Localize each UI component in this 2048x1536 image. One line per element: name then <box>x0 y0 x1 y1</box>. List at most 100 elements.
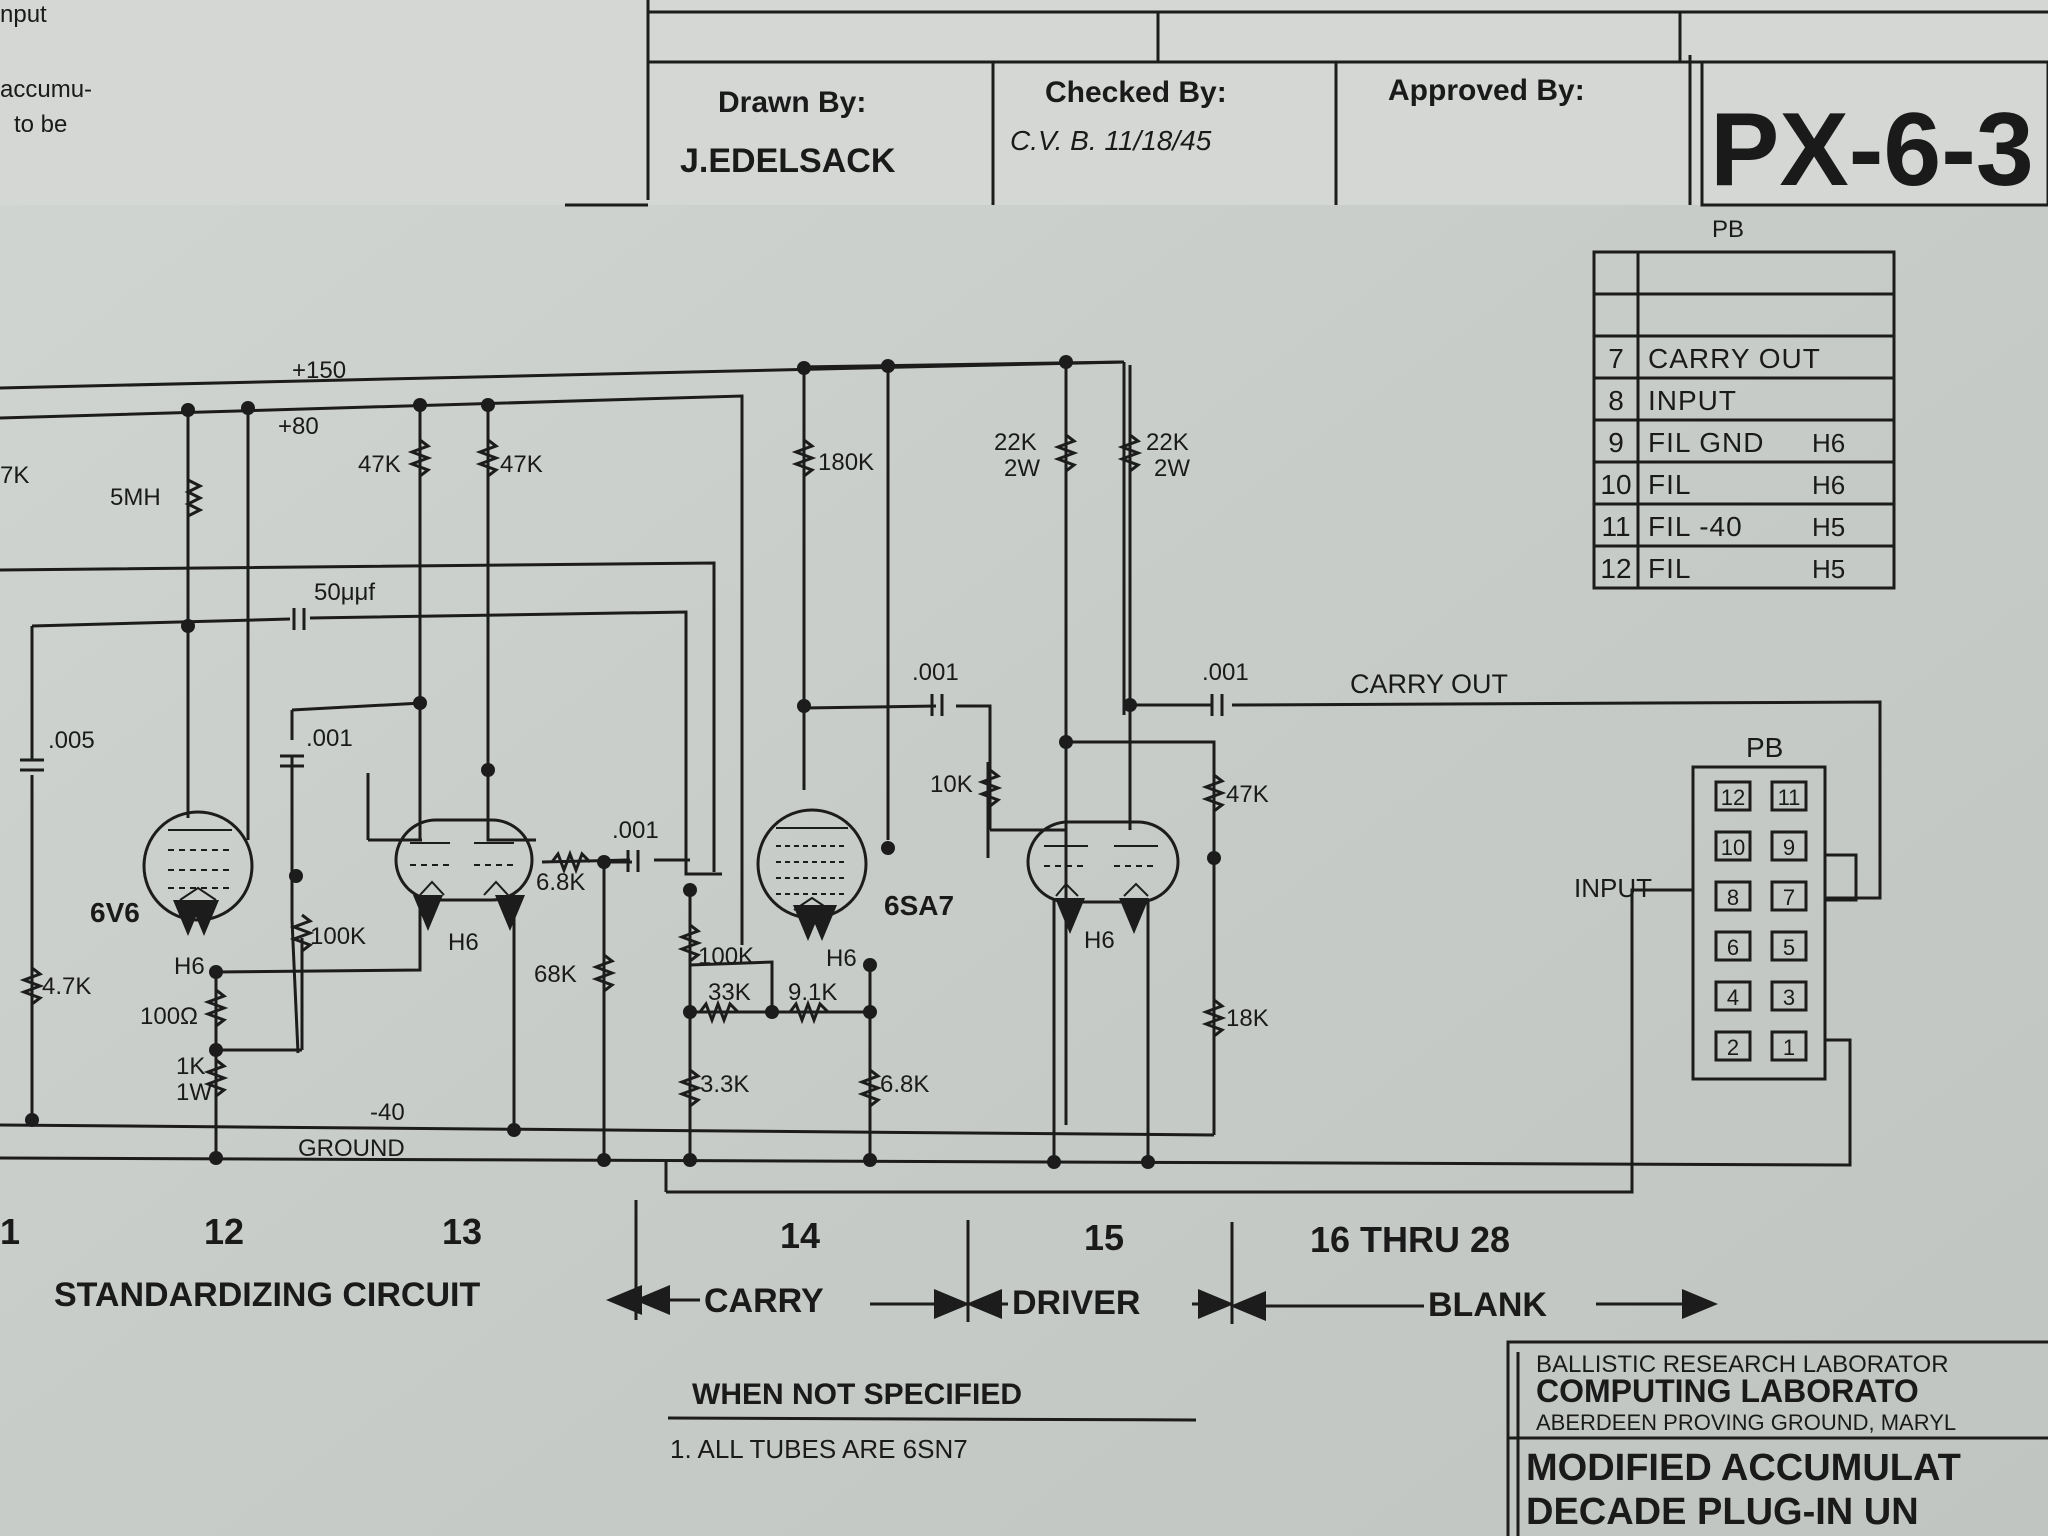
resistor-18k <box>1201 998 1227 1038</box>
connector-pin-number: 5 <box>1783 935 1795 960</box>
input-label: INPUT <box>1574 873 1652 903</box>
lab-line-3: ABERDEEN PROVING GROUND, MARYL <box>1536 1410 1956 1435</box>
component-labels: +150 +80 -40 GROUND CARRY OUT 7K 47K 47K… <box>0 357 1508 1162</box>
pin-table-pin-number: 10 <box>1600 469 1631 500</box>
connector-title: PB <box>1746 732 1783 763</box>
connector-pin-number: 8 <box>1727 885 1739 910</box>
junction-dots <box>25 355 1221 1169</box>
label-h6-a: H6 <box>174 953 205 980</box>
connector-pin-number: 4 <box>1727 985 1739 1010</box>
label-left-fragment: 7K <box>0 462 29 489</box>
label-18k: 18K <box>1226 1005 1269 1032</box>
connector-pin-number: 3 <box>1783 985 1795 1010</box>
resistor-1k <box>203 1058 229 1098</box>
connector-pin-number: 7 <box>1783 885 1795 910</box>
resistor-22k-a <box>1053 433 1079 473</box>
label-22k-b: 22K <box>1146 429 1189 456</box>
drawing-number: PX-6-3 <box>1710 92 2034 208</box>
pin-table-pin-name: FIL -40 <box>1648 511 1743 542</box>
label-001-c: .001 <box>912 659 959 686</box>
label-1w: 1W <box>176 1079 212 1106</box>
label-50uuf: 50μμf <box>314 579 375 606</box>
pin-table-pin-name: FIL <box>1648 469 1691 500</box>
label-1k: 1K <box>176 1053 205 1080</box>
connector-pin-box <box>1770 880 1808 912</box>
resistor-6-8k-c <box>857 1068 883 1108</box>
label-180k: 180K <box>818 449 874 476</box>
connector-pin-number: 11 <box>1778 785 1801 810</box>
pin-table-pin-name: INPUT <box>1648 385 1737 416</box>
resistor-47k-a <box>407 438 433 478</box>
resistor-22k-b <box>1117 433 1143 473</box>
section-number-14: 14 <box>780 1215 820 1256</box>
connector-pin-box <box>1714 830 1752 862</box>
checked-by-signature: C.V. B. 11/18/45 <box>1010 125 1212 156</box>
connector-pin-box <box>1770 930 1808 962</box>
connector-pin-number: 2 <box>1727 1035 1739 1060</box>
label-5mh: 5MH <box>110 484 161 511</box>
pin-table-pin-number: 12 <box>1600 553 1631 584</box>
label-001-d: .001 <box>1202 659 1249 686</box>
resistor-47k-b <box>475 438 501 478</box>
label-tube-6sa7: 6SA7 <box>884 890 954 921</box>
pin-table-pin-name: FIL <box>1648 553 1691 584</box>
connector-pin-box <box>1714 1030 1752 1062</box>
label-plus80: +80 <box>278 413 319 440</box>
capacitor-001-d <box>1210 694 1224 716</box>
label-47k-a: 47K <box>358 451 401 478</box>
label-h6-c: H6 <box>826 945 857 972</box>
pin-table-heater-sub: H6 <box>1812 470 1845 500</box>
notes-heading: WHEN NOT SPECIFIED <box>692 1378 1022 1411</box>
section-carry: CARRY <box>704 1282 824 1320</box>
lab-line-5: DECADE PLUG-IN UN <box>1526 1491 1919 1533</box>
label-100k-a: 100K <box>310 923 366 950</box>
inductor-5mh <box>184 478 204 518</box>
label-47k-b: 47K <box>500 451 543 478</box>
label-001-b: .001 <box>612 817 659 844</box>
capacitor-001-b <box>626 850 640 872</box>
connector-pin-number: 1 <box>1783 1035 1795 1060</box>
resistor-33k <box>698 999 740 1025</box>
connector-pin-box <box>1714 880 1752 912</box>
label-9-1k: 9.1K <box>788 979 837 1006</box>
notes-fragment-line-3: to be <box>14 111 67 138</box>
section-number-12: 12 <box>204 1211 244 1252</box>
resistor-180k <box>791 438 817 478</box>
label-4-7k: 4.7K <box>42 973 91 1000</box>
label-ground: GROUND <box>298 1135 405 1162</box>
upper-paper-strip <box>0 0 2048 205</box>
label-carry-out: CARRY OUT <box>1350 669 1508 699</box>
label-100k-b: 100K <box>698 943 754 970</box>
components <box>19 433 1227 1108</box>
connector-pin-box <box>1770 830 1808 862</box>
pin-table-heater-sub: H5 <box>1812 554 1845 584</box>
label-47k-c: 47K <box>1226 781 1269 808</box>
lab-line-1: BALLISTIC RESEARCH LABORATOR <box>1536 1351 1949 1378</box>
connector-pin-number: 9 <box>1783 835 1795 860</box>
pin-table-title: PB <box>1712 216 1744 243</box>
connector-pin-box <box>1714 980 1752 1012</box>
label-6-8k-c: 6.8K <box>880 1071 929 1098</box>
connector-pin-box <box>1714 780 1752 812</box>
drawn-by-label: Drawn By: <box>718 86 866 119</box>
resistor-100k-a <box>289 913 315 953</box>
connector-pin-box <box>1714 930 1752 962</box>
label-33k: 33K <box>708 979 751 1006</box>
section-driver: DRIVER <box>1012 1284 1140 1322</box>
tube-13-6sn7 <box>394 818 534 902</box>
capacitor-001-a <box>280 754 304 768</box>
resistor-100k-b <box>677 923 703 963</box>
approved-by-label: Approved By: <box>1388 74 1585 107</box>
pin-table-heater-sub: H6 <box>1812 428 1845 458</box>
label-005: .005 <box>48 727 95 754</box>
pin-table-pin-name: CARRY OUT <box>1648 343 1821 374</box>
label-2w-a: 2W <box>1004 455 1040 482</box>
pin-table-pin-number: 7 <box>1608 343 1624 374</box>
heater-arrows <box>173 895 1149 941</box>
label-tube-6v6: 6V6 <box>90 897 140 928</box>
label-22k-a: 22K <box>994 429 1037 456</box>
label-3-3k: 3.3K <box>700 1071 749 1098</box>
pin-table-heater-sub: H5 <box>1812 512 1845 542</box>
